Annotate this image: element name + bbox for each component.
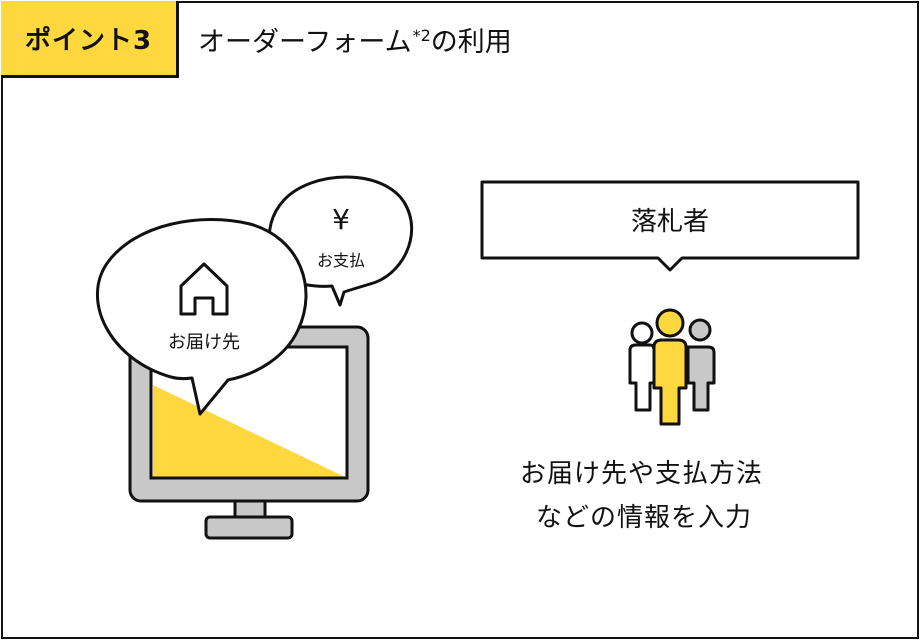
diagram-heading: オーダーフォーム*2の利用 bbox=[198, 20, 512, 59]
description-line-2: などの情報を入力 bbox=[536, 503, 753, 533]
winner-label: 落札者 bbox=[631, 207, 709, 237]
point-badge-label: ポイント3 bbox=[24, 25, 153, 56]
footnote-marker: *2 bbox=[412, 26, 431, 45]
heading-suffix: の利用 bbox=[430, 27, 512, 58]
winner-callout: 落札者 bbox=[480, 180, 860, 272]
yen-icon: ¥ bbox=[332, 203, 350, 236]
heading-text: オーダーフォーム bbox=[198, 27, 412, 58]
description-line-1: お届け先や支払方法 bbox=[520, 459, 764, 489]
people-group-icon bbox=[628, 308, 716, 426]
point-badge: ポイント3 bbox=[1, 1, 179, 78]
description-text: お届け先や支払方法 などの情報を入力 bbox=[520, 452, 820, 540]
delivery-speech-bubble: お届け先 bbox=[96, 218, 308, 416]
payment-label: お支払 bbox=[317, 251, 365, 270]
payment-speech-bubble: ¥ お支払 bbox=[267, 175, 414, 307]
delivery-label: お届け先 bbox=[168, 332, 240, 353]
house-icon bbox=[179, 262, 229, 316]
